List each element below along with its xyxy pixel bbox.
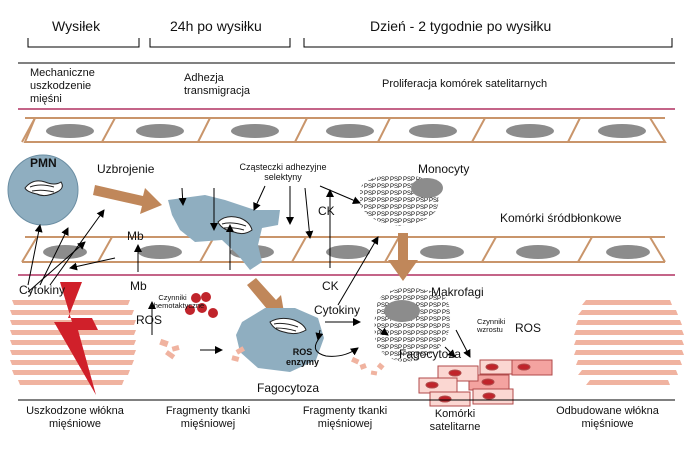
black-arrows bbox=[27, 185, 471, 358]
ck-mid-label: CK bbox=[322, 279, 339, 293]
bottom-label-2: Fragmenty tkanki mięśniowej bbox=[165, 405, 251, 430]
tissue-fragments bbox=[159, 338, 385, 376]
curved-arrow bbox=[314, 339, 359, 357]
ck-top-label: CK bbox=[318, 204, 335, 218]
lightning-icon bbox=[54, 282, 98, 395]
phagocyte-cell bbox=[236, 308, 324, 372]
damaged-muscle-fiber bbox=[10, 300, 136, 385]
mb-top-label: Mb bbox=[127, 229, 144, 243]
endothelial-nuclei-bottom bbox=[43, 245, 650, 259]
fagocytoza-right-label: Fagocytoza bbox=[399, 347, 462, 361]
macrophage-cell bbox=[374, 288, 451, 362]
bottom-label-4: Komórki satelitarne bbox=[429, 408, 481, 433]
uzbrojenie-label: Uzbrojenie bbox=[97, 162, 155, 176]
phase-brackets bbox=[27, 38, 673, 48]
endothelial-layer-top bbox=[21, 117, 667, 143]
cytokiny-left-label: Cytokiny bbox=[19, 283, 66, 297]
ros-left-label: ROS bbox=[136, 313, 163, 327]
rebuilt-muscle-fiber bbox=[574, 300, 684, 385]
stage-label-3: Proliferacja komórek satelitarnych bbox=[382, 78, 548, 90]
brown-arrows bbox=[93, 185, 418, 318]
endothelial-nuclei-top bbox=[46, 124, 646, 138]
bottom-label-5: Odbudowane włókna mięśniowe bbox=[556, 405, 659, 430]
ros-dots bbox=[185, 292, 218, 318]
endothelial-layer-bottom bbox=[21, 236, 666, 263]
pmn-cell bbox=[7, 154, 79, 226]
mb-bottom-label: Mb bbox=[130, 279, 147, 293]
fagocytoza-mid-label: Fagocytoza bbox=[257, 381, 320, 395]
stage-label-2: Adhezja transmigracja bbox=[184, 72, 251, 97]
ros-enzymy-label: ROS enzymy bbox=[285, 347, 320, 367]
stage-label-1: Mechaniczne uszkodzenie mięśni bbox=[30, 67, 95, 105]
satellite-cells bbox=[418, 359, 553, 407]
adhesion-molecules-label: Cząsteczki adhezyjne selektyny bbox=[239, 162, 327, 182]
phase-label-2: 24h po wysiłku bbox=[170, 18, 262, 34]
ros-right-label: ROS bbox=[515, 321, 542, 335]
chemotactic-factors-label: Czynniki chemotaktyczne bbox=[150, 293, 205, 310]
bottom-label-1: Uszkodzone włókna mięśniowe bbox=[26, 405, 124, 430]
endothelial-label: Komórki śródbłonkowe bbox=[500, 211, 622, 225]
monocyte-cell bbox=[360, 175, 443, 226]
makrofagi-label: Makrofagi bbox=[431, 285, 484, 299]
bottom-label-3: Fragmenty tkanki mięśniowej bbox=[302, 405, 388, 430]
pmn-label: PMN bbox=[30, 156, 57, 170]
migrating-cell bbox=[168, 195, 280, 270]
cytokiny-mid-label: Cytokiny bbox=[314, 303, 361, 317]
growth-factors-label: Czynniki wzrostu bbox=[477, 317, 506, 334]
phase-label-3: Dzień - 2 tygodnie po wysiłku bbox=[370, 18, 552, 34]
phase-label-1: Wysiłek bbox=[52, 18, 101, 34]
monocyty-label: Monocyty bbox=[418, 162, 470, 176]
